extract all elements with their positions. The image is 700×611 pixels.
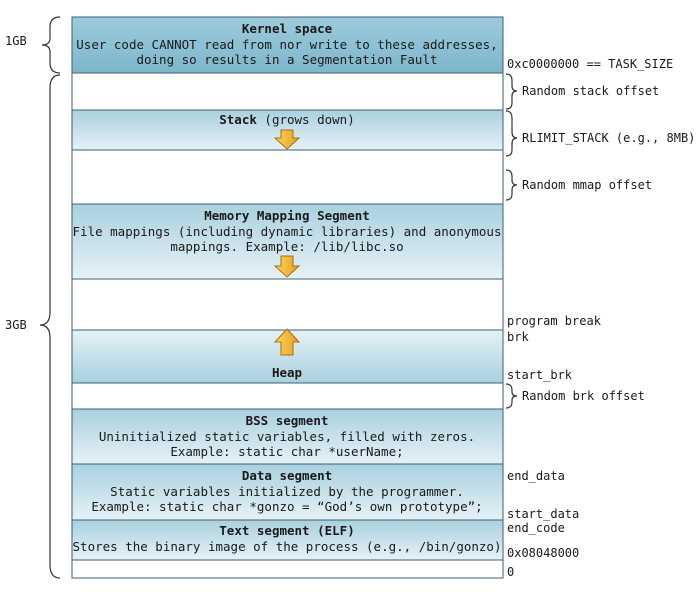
data-line2: Example: static char *gonzo = “God’s own…: [91, 499, 482, 514]
mmap-grows-down-arrow-icon: [273, 255, 301, 278]
heap-grows-up-arrow-icon: [273, 328, 301, 356]
gap-unused-memory: [71, 278, 504, 331]
gap-random-stack-offset: [71, 72, 504, 111]
task-size-address: 0xc0000000 == TASK_SIZE: [507, 57, 673, 71]
random-brk-offset-label: Random brk offset: [522, 389, 645, 403]
text-line1: Stores the binary image of the process (…: [73, 539, 502, 554]
stack-suffix: (grows down): [257, 112, 355, 127]
segment-memory-mapping: [71, 203, 504, 280]
data-line1: Static variables initialized by the prog…: [110, 484, 464, 499]
kernel-line1: User code CANNOT read from nor write to …: [76, 37, 497, 52]
end-data-label: end_data: [507, 469, 565, 483]
data-title: Data segment: [242, 468, 332, 483]
mmap-title: Memory Mapping Segment: [204, 208, 370, 223]
gap-random-brk-offset: [71, 382, 504, 410]
text-title: Text segment (ELF): [219, 523, 354, 538]
gap-bottom-reserved: [71, 559, 504, 579]
mmap-line1: File mappings (including dynamic librari…: [73, 224, 502, 239]
stack-grows-down-arrow-icon: [273, 129, 301, 150]
random-mmap-offset-brace: [505, 169, 518, 201]
stack-label: Stack (grows down): [219, 112, 354, 127]
stack-title: Stack: [219, 112, 257, 127]
segment-data: [71, 463, 504, 521]
text-start-address: 0x08048000: [507, 546, 579, 560]
random-mmap-offset-label: Random mmap offset: [522, 178, 652, 192]
random-brk-offset-brace: [505, 383, 518, 409]
brk-label: brk: [507, 330, 529, 344]
kernel-size-brace: [41, 16, 61, 74]
bss-line2: Example: static char *userName;: [170, 444, 403, 459]
kernel-size-label: 1GB: [5, 34, 27, 48]
segment-kernel-space: [71, 16, 504, 74]
user-size-brace: [39, 74, 61, 579]
start-data-label: start_data: [507, 507, 579, 521]
end-code-label: end_code: [507, 521, 565, 535]
bss-title: BSS segment: [246, 413, 329, 428]
mmap-line2: mappings. Example: /lib/libc.so: [170, 239, 403, 254]
kernel-line2: doing so results in a Segmentation Fault: [136, 52, 437, 67]
random-stack-offset-label: Random stack offset: [522, 84, 659, 98]
zero-address: 0: [507, 565, 514, 579]
program-break-label: program break: [507, 314, 602, 328]
user-size-label: 3GB: [5, 318, 27, 332]
bss-line1: Uninitialized static variables, filled w…: [99, 429, 475, 444]
rlimit-stack-label: RLIMIT_STACK (e.g., 8MB): [522, 131, 695, 145]
gap-random-mmap-offset: [71, 149, 504, 205]
start-brk-label: start_brk: [507, 368, 573, 382]
heap-title: Heap: [272, 365, 302, 380]
rlimit-stack-brace: [505, 110, 518, 157]
kernel-title: Kernel space: [242, 21, 333, 36]
random-stack-offset-brace: [505, 73, 518, 110]
segment-bss: [71, 408, 504, 465]
